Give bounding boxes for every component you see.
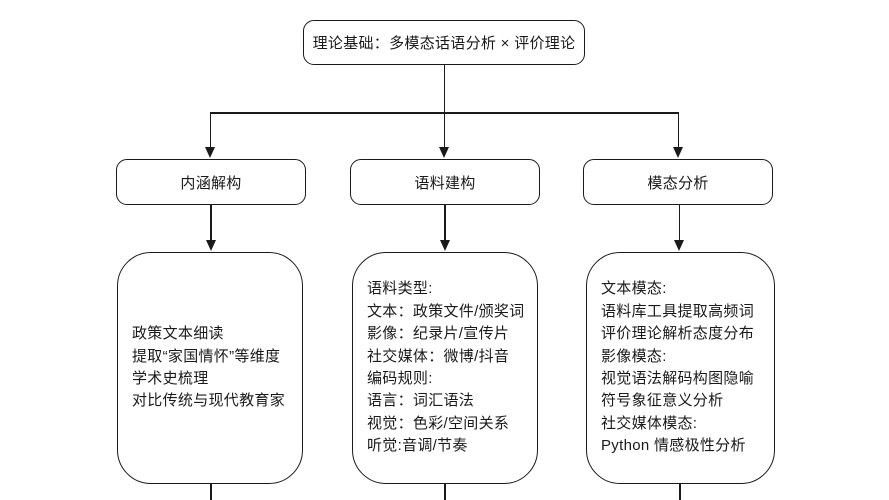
detail-line: 影像：纪录片/宣传片 xyxy=(367,325,510,343)
node-modality-analysis: 模态分析 xyxy=(583,159,773,205)
arrowhead-branch-2-icon xyxy=(439,147,449,158)
node-connotation-deconstruction-label: 内涵解构 xyxy=(180,174,242,192)
detail-line: 视觉语法解码构图隐喻 xyxy=(601,370,755,387)
detail-line: 符号象征意义分析 xyxy=(601,392,724,410)
edge-to-branch-1 xyxy=(209,112,212,148)
detail-line: 语言：词汇语法 xyxy=(367,392,475,410)
detail-line: 文本模态: xyxy=(601,280,667,298)
detail-line: 学术史梳理 xyxy=(132,370,209,387)
edge-detail-3-continuation xyxy=(679,484,681,500)
edge-detail-1-continuation xyxy=(210,484,212,500)
arrowhead-branch-3-icon xyxy=(673,147,683,158)
edge-root-down xyxy=(443,65,446,113)
arrowhead-detail-1-icon xyxy=(205,240,216,251)
edge-branch-3-detail xyxy=(678,205,681,241)
detail-line: 社交媒体模态: xyxy=(601,414,698,432)
detail-line: 语料库工具提取高频词 xyxy=(601,302,755,320)
node-corpus-construction: 语料建构 xyxy=(350,159,540,205)
edge-to-branch-2 xyxy=(443,112,446,148)
edge-branch-2-detail xyxy=(444,205,446,241)
node-theory-foundation: 理论基础：多模态话语分析 × 评价理论 xyxy=(303,20,585,65)
edge-detail-2-continuation xyxy=(444,484,446,500)
node-corpus-construction-label: 语料建构 xyxy=(414,174,476,192)
detail-line: 社交媒体：微博/抖音 xyxy=(367,347,510,365)
detail-line: 编码规则: xyxy=(367,370,433,387)
detail-line: 提取“家国情怀”等维度 xyxy=(132,347,281,365)
node-theory-foundation-label: 理论基础：多模态话语分析 × 评价理论 xyxy=(312,35,576,52)
edge-branch-1-detail xyxy=(210,205,212,241)
arrowhead-detail-2-icon xyxy=(439,240,450,251)
detail-line: 影像模态: xyxy=(601,347,667,365)
detail-line: 评价理论解析态度分布 xyxy=(601,325,755,343)
detail-line: 政策文本细读 xyxy=(132,325,224,343)
node-corpus-details: 语料类型: 文本：政策文件/颁奖词 影像：纪录片/宣传片 社交媒体：微博/抖音 … xyxy=(352,252,538,484)
arrowhead-branch-1-icon xyxy=(205,147,215,158)
detail-line: Python 情感极性分析 xyxy=(601,437,746,455)
node-modality-analysis-label: 模态分析 xyxy=(647,174,709,192)
arrowhead-detail-3-icon xyxy=(674,240,684,251)
detail-line: 文本：政策文件/颁奖词 xyxy=(367,302,525,320)
node-connotation-details: 政策文本细读 提取“家国情怀”等维度 学术史梳理 对比传统与现代教育家 xyxy=(117,252,303,484)
detail-line: 对比传统与现代教育家 xyxy=(132,392,286,410)
detail-line: 语料类型: xyxy=(367,280,433,298)
detail-line: 视觉：色彩/空间关系 xyxy=(367,414,510,432)
node-modality-details: 文本模态: 语料库工具提取高频词 评价理论解析态度分布 影像模态: 视觉语法解码… xyxy=(586,252,775,484)
node-connotation-deconstruction: 内涵解构 xyxy=(116,159,306,205)
detail-line: 听觉:音调/节奏 xyxy=(367,437,468,455)
edge-to-branch-3 xyxy=(677,112,680,148)
